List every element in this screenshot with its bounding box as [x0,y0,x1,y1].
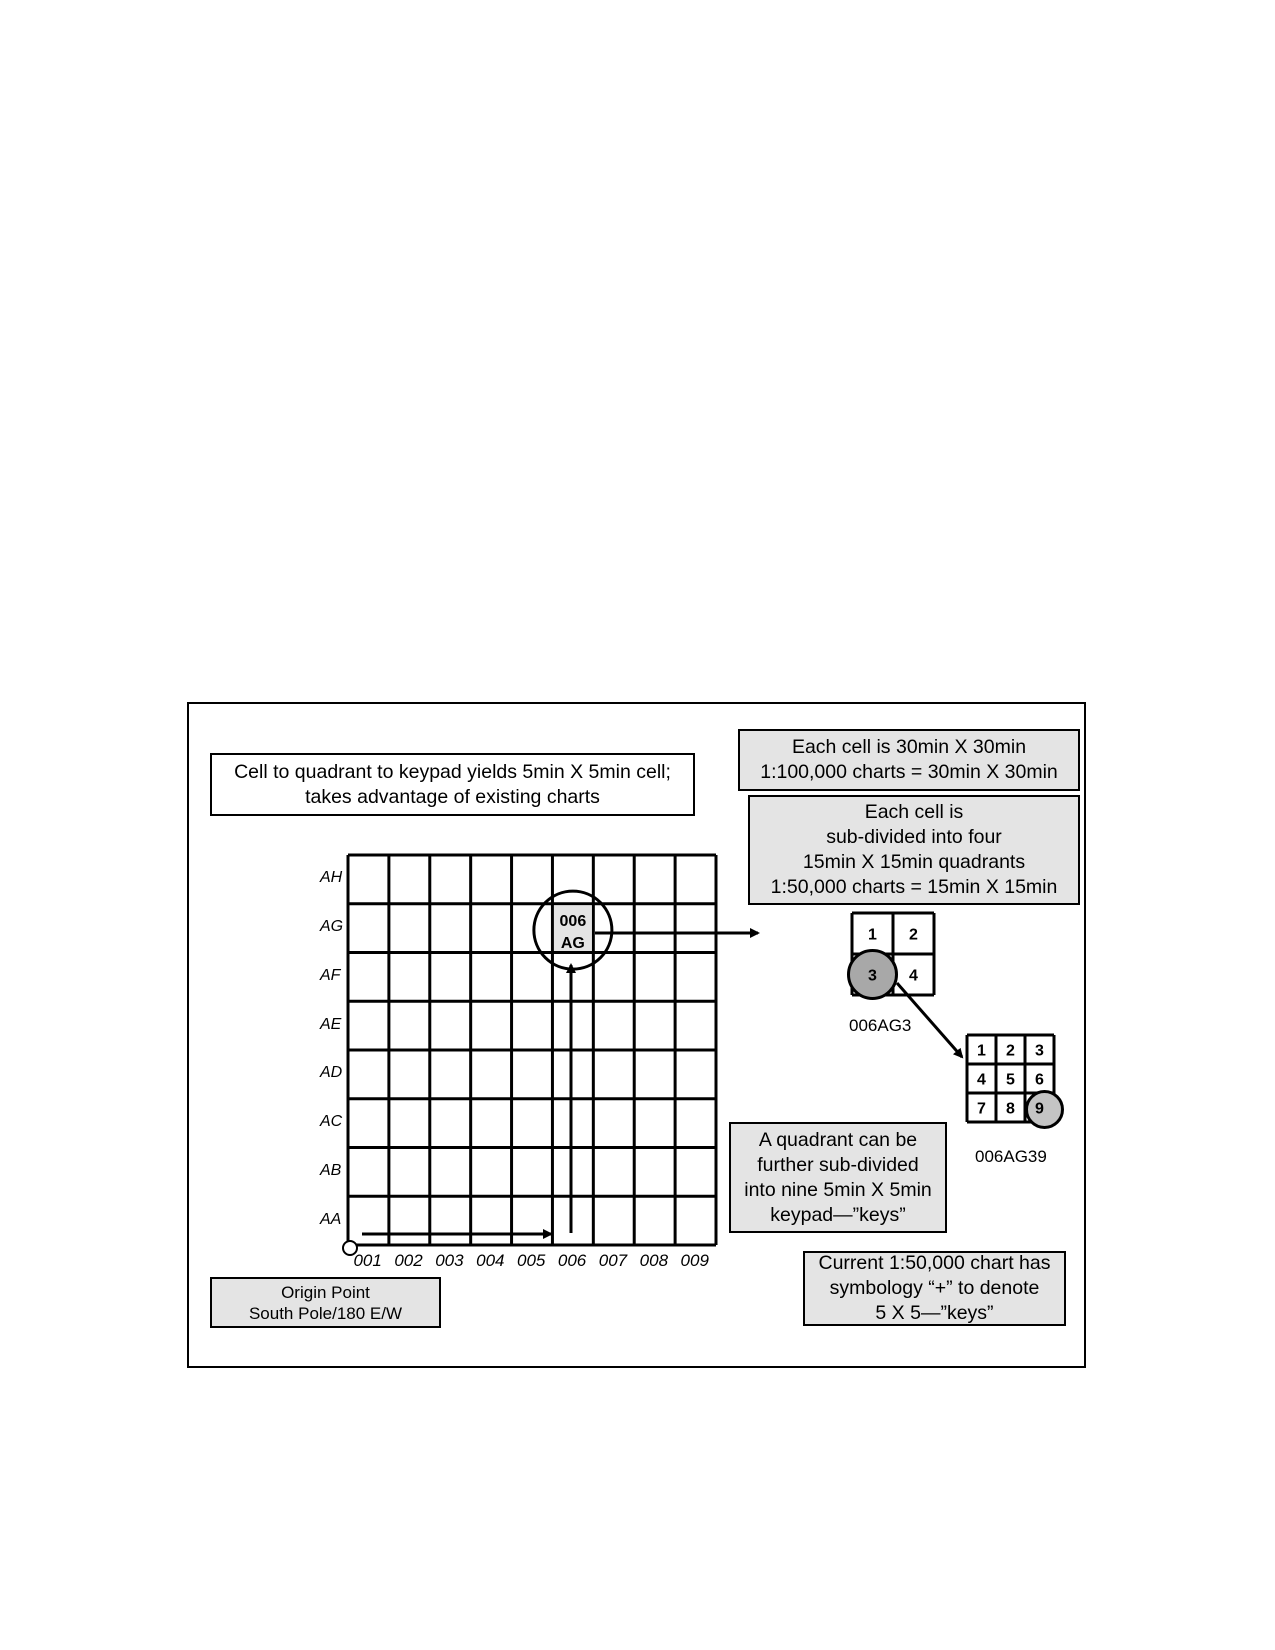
highlight-cell [553,905,592,951]
keypad-grid: 1 2 3 4 5 6 7 8 9 [965,1033,1064,1129]
quadrant-label: 1 [868,927,877,944]
column-label: 005 [517,1251,546,1270]
arrow-to-keypad [895,982,964,1059]
keypad-label: 3 [1035,1043,1044,1060]
row-label: AE [320,1015,342,1033]
quadrant-label: 2 [909,927,918,944]
column-label: 007 [598,1251,628,1270]
origin-point-box: Origin Point South Pole/180 E/W [210,1277,441,1328]
quadrant-label: 4 [909,968,918,985]
quadrant-grid: 1 2 3 4 [847,911,936,1000]
keypad-selected-circle [1025,1090,1064,1129]
quadrant-selected-circle [847,949,898,1000]
column-label: 001 [353,1251,382,1270]
keypad-label: 5 [1006,1072,1015,1089]
row-label: AC [320,1113,343,1131]
row-label: AA [320,1210,342,1228]
column-label: 009 [680,1251,709,1270]
arrows [362,928,964,1239]
highlight-col-label: 006 [560,913,587,930]
keypad-label: 9 [1035,1101,1044,1118]
current-chart-box: Current 1:50,000 chart has symbology “+”… [803,1251,1066,1326]
keypad-label: 7 [977,1101,986,1118]
row-label: AF [320,966,341,984]
column-label: 002 [394,1251,423,1270]
keypad-label: 8 [1006,1101,1015,1118]
highlight-row-label: AG [561,935,585,952]
column-label: 003 [435,1251,464,1270]
keypad-label: 4 [977,1072,986,1089]
column-label: 006 [557,1251,587,1270]
column-label: 008 [639,1251,669,1270]
origin-point-marker [342,1240,358,1256]
row-label: AB [320,1161,342,1179]
quadrant-keypad-box: A quadrant can be further sub-divided in… [729,1122,947,1233]
keypad-label: 1 [977,1043,986,1060]
row-label: AH [320,869,343,887]
row-label: AD [320,1064,343,1082]
cell-to-quadrant-box: Cell to quadrant to keypad yields 5min X… [210,753,695,816]
diagram-frame [187,702,1086,1368]
column-label: 004 [476,1251,505,1270]
row-label: AG [320,918,344,936]
main-grid: 006AG [342,853,718,1256]
keypad-caption: 006AG39 [975,1147,1047,1166]
keypad-label: 6 [1035,1072,1044,1089]
each-cell-box: Each cell is 30min X 30min 1:100,000 cha… [738,729,1080,791]
subdivided-box: Each cell is sub-divided into four 15min… [748,795,1080,905]
quadrant-caption: 006AG3 [849,1016,912,1035]
keypad-label: 2 [1006,1043,1015,1060]
quadrant-label: 3 [868,968,877,985]
